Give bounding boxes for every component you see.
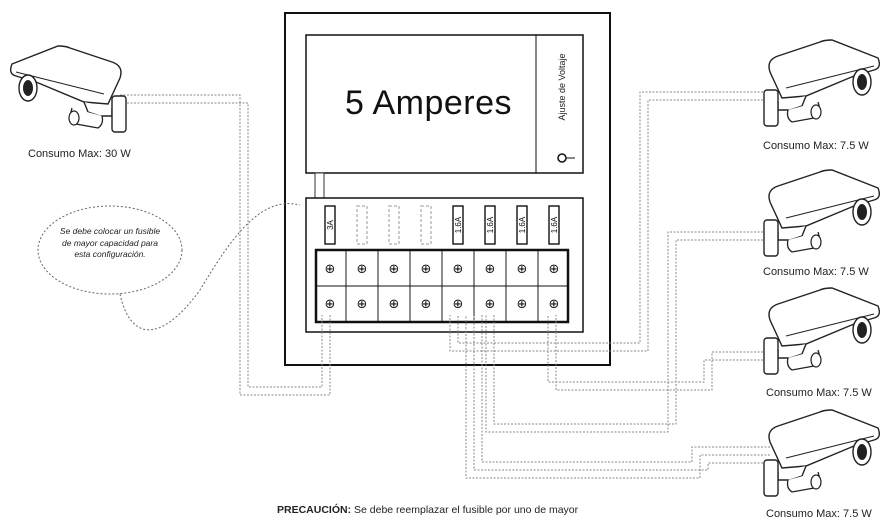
fuse [452, 205, 464, 245]
camera-left-label: Consumo Max: 30 W [28, 148, 131, 160]
terminal-top: ⊕ [389, 262, 400, 277]
camera-icon [763, 39, 881, 127]
terminal-top: ⊕ [549, 262, 560, 277]
terminal-top: ⊕ [357, 262, 368, 277]
camera-icon [763, 409, 881, 497]
camera-right-1-label: Consumo Max: 7.5 W [763, 140, 869, 152]
terminal-top: ⊕ [485, 262, 496, 277]
terminal-bottom: ⊕ [325, 297, 336, 312]
display-panel [305, 34, 584, 174]
fuse [484, 205, 496, 245]
fuse [548, 205, 560, 245]
fuse [516, 205, 528, 245]
panel-title: 5 Amperes [345, 84, 513, 122]
terminal-top: ⊕ [517, 262, 528, 277]
fuse [324, 205, 336, 245]
empty-fuse-slot [356, 205, 368, 245]
camera-icon [763, 169, 881, 257]
fuse-note: Se debe colocar un fusible de mayor capa… [59, 226, 161, 259]
camera-icon [9, 45, 127, 133]
terminal-bottom: ⊕ [357, 297, 368, 312]
fuse-label: 3A [326, 219, 335, 229]
empty-fuse-slot [388, 205, 400, 245]
terminal-top: ⊕ [453, 262, 464, 277]
empty-fuse-slot [420, 205, 432, 245]
camera-icon [763, 287, 881, 375]
terminal-bottom: ⊕ [549, 297, 560, 312]
terminal-bottom: ⊕ [421, 297, 432, 312]
terminal-bottom: ⊕ [517, 297, 528, 312]
fuse-label: 1.6A [518, 216, 527, 233]
fuse-label: 1.6A [550, 216, 559, 233]
fuse-label: 1.6A [486, 216, 495, 233]
terminal-bottom: ⊕ [485, 297, 496, 312]
terminal-top: ⊕ [421, 262, 432, 277]
camera-right-2-label: Consumo Max: 7.5 W [763, 266, 869, 278]
fuse-label: 1.6A [454, 216, 463, 233]
terminal-top: ⊕ [325, 262, 336, 277]
caution-body: Se debe reemplazar el fusible por uno de… [354, 504, 579, 516]
camera-right-3-label: Consumo Max: 7.5 W [766, 387, 872, 399]
voltage-adjust-label: Ajuste de Voltaje [557, 53, 567, 121]
note-bubble [37, 205, 183, 295]
terminal-bottom: ⊕ [453, 297, 464, 312]
caution-text: PRECAUCIÓN: Se debe reemplazar el fusibl… [277, 504, 578, 516]
camera-right-4-label: Consumo Max: 7.5 W [766, 508, 872, 520]
voltage-adjust-knob [557, 153, 567, 163]
caution-title: PRECAUCIÓN: [277, 504, 352, 516]
terminal-bottom: ⊕ [389, 297, 400, 312]
